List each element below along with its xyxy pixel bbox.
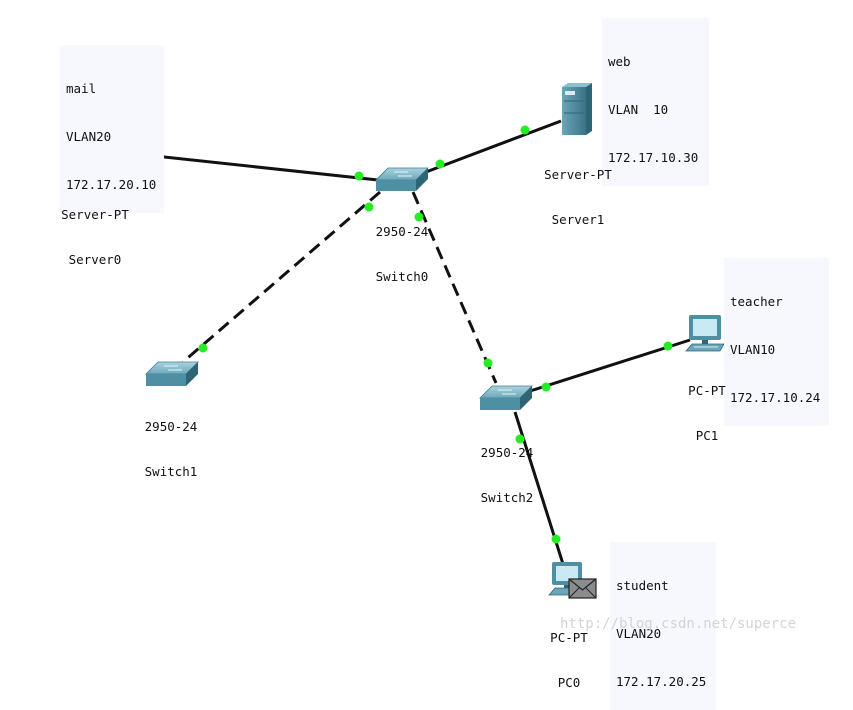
switch2-icon[interactable] xyxy=(479,385,533,410)
note-line: teacher xyxy=(730,294,783,309)
server0-label: Server-PT Server0 xyxy=(61,177,129,282)
device-name: PC0 xyxy=(557,675,581,690)
link-switch2-pc1[interactable] xyxy=(526,338,691,394)
note-mail: mail VLAN20 172.17.20.10 xyxy=(60,45,164,213)
note-web: web VLAN 10 172.17.10.30 xyxy=(602,18,709,186)
port-light xyxy=(435,159,445,169)
device-model: Server-PT xyxy=(544,167,612,182)
device-name: Switch0 xyxy=(375,269,429,284)
note-line: VLAN20 xyxy=(616,626,662,641)
note-line: web xyxy=(608,54,631,69)
port-light xyxy=(551,534,561,544)
link-switch0-switch2[interactable] xyxy=(411,191,498,384)
note-line: mail xyxy=(66,81,97,96)
envelope-icon[interactable] xyxy=(568,578,597,599)
device-model: PC-PT xyxy=(550,630,588,645)
server1-label: Server-PT Server1 xyxy=(544,137,612,242)
note-line: 172.17.10.30 xyxy=(608,150,699,165)
device-model: 2950-24 xyxy=(144,419,198,434)
switch2-label: 2950-24 Switch2 xyxy=(481,415,534,520)
device-name: Switch2 xyxy=(480,490,534,505)
device-model: Server-PT xyxy=(61,207,129,222)
device-name: Server1 xyxy=(551,212,605,227)
port-light xyxy=(354,171,364,181)
port-light xyxy=(483,358,493,368)
port-light xyxy=(515,434,525,444)
device-name: PC1 xyxy=(695,428,719,443)
switch1-label: 2950-24 Switch1 xyxy=(145,389,198,494)
device-name: Server0 xyxy=(68,252,122,267)
link-server1-switch0[interactable] xyxy=(425,119,562,174)
note-line: 172.17.20.25 xyxy=(616,674,707,689)
switch0-label: 2950-24 Switch0 xyxy=(376,194,429,299)
note-line: VLAN20 xyxy=(66,129,112,144)
port-light xyxy=(663,341,673,351)
device-model: PC-PT xyxy=(688,383,726,398)
link-switch0-switch1[interactable] xyxy=(182,190,381,364)
port-light xyxy=(520,125,530,135)
port-light xyxy=(414,212,424,222)
pc1-label: PC-PT PC1 xyxy=(688,353,726,458)
note-line: 172.17.10.24 xyxy=(730,390,821,405)
note-line: student xyxy=(616,578,669,593)
port-light xyxy=(541,382,551,392)
device-model: 2950-24 xyxy=(480,445,534,460)
note-line: 172.17.20.10 xyxy=(66,177,157,192)
port-light xyxy=(198,343,208,353)
switch1-icon[interactable] xyxy=(145,361,199,386)
device-name: Switch1 xyxy=(144,464,198,479)
note-line: VLAN10 xyxy=(730,342,776,357)
server1-icon[interactable] xyxy=(562,83,592,135)
switch0-icon[interactable] xyxy=(375,167,429,191)
pc1-icon[interactable] xyxy=(685,315,725,352)
note-line: VLAN 10 xyxy=(608,102,669,117)
port-light xyxy=(364,202,374,212)
watermark-text: http://blog.csdn.net/superce xyxy=(560,616,797,632)
device-model: 2950-24 xyxy=(375,224,429,239)
note-teacher: teacher VLAN10 172.17.10.24 xyxy=(724,258,829,426)
